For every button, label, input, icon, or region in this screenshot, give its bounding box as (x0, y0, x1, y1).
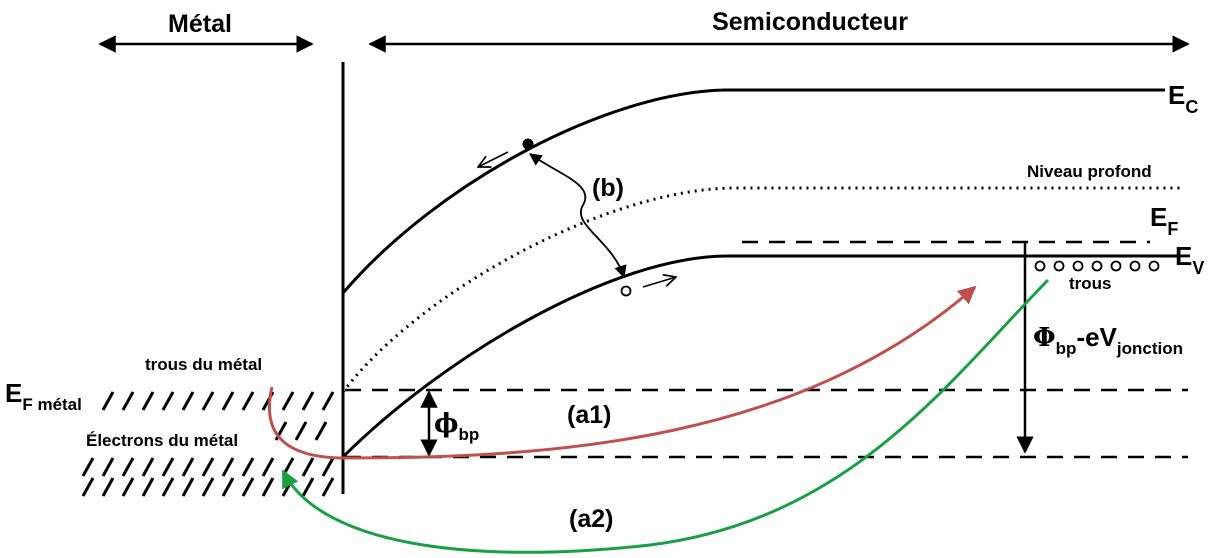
deep-level-label: Niveau profond (1027, 162, 1152, 181)
path-a2-label: (a2) (569, 505, 613, 533)
valence-holes (1034, 260, 1160, 272)
emitted-hole (620, 285, 632, 297)
semiconductor-label: Semiconducteur (712, 8, 908, 36)
metal-holes-label: trous du métal (145, 355, 262, 374)
metal-electrons-label: Électrons du métal (86, 431, 238, 450)
conduction-band-edge (341, 88, 1165, 294)
electron-drift-arrow (478, 151, 509, 167)
trapped-electron (522, 138, 534, 150)
path-a1-curve (267, 285, 977, 460)
hole-drift-arrow (642, 277, 676, 288)
ec-label: EC (1168, 80, 1198, 117)
metal-label: Métal (168, 10, 232, 38)
deep-level-line (341, 186, 1180, 393)
metal-hatching (81, 391, 335, 497)
ev-label: EV (1175, 241, 1204, 278)
phi-bp-label: ϕbp (434, 409, 479, 444)
ef-metal-label: EF métal (5, 378, 82, 414)
holes-label: trous (1069, 274, 1112, 293)
path-a1-label: (a1) (567, 401, 611, 429)
path-a2-curve (281, 278, 1050, 554)
valence-band-edge (341, 254, 1180, 459)
path-b-label: (b) (592, 174, 624, 202)
ef-label: EF (1150, 202, 1178, 239)
path-b-wavy (528, 153, 627, 279)
junction-barrier-label: Φbp-eVjonction (1033, 322, 1183, 358)
